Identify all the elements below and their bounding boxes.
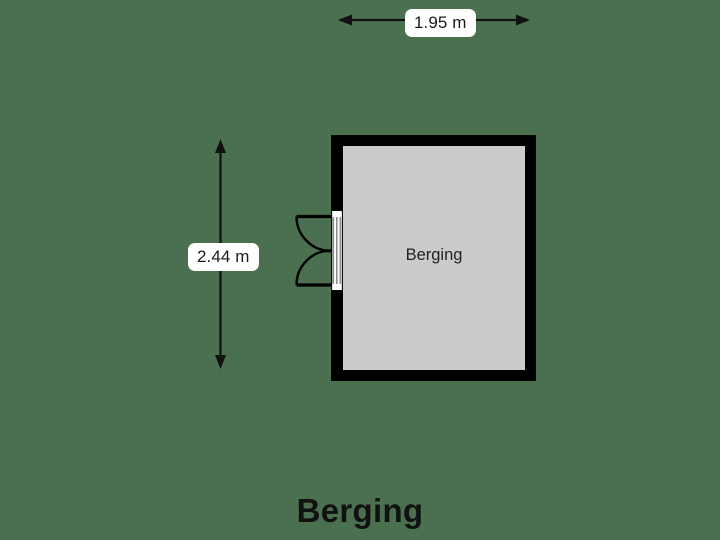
door-panel-bar-2 [336, 217, 338, 284]
dimension-arrow-top-right [516, 14, 530, 26]
door-swing-arc-lower [295, 249, 332, 286]
dimension-label-height: 2.44 m [188, 243, 259, 271]
dimension-arrow-left-bottom [215, 355, 226, 369]
room-floor [343, 146, 525, 370]
plan-title: Berging [296, 492, 424, 529]
dimension-label-width: 1.95 m [405, 9, 476, 37]
room-name-label: Berging [405, 246, 463, 264]
dimension-arrow-left-top [215, 139, 226, 153]
dimension-arrow-top-left [338, 14, 352, 26]
door-frame-top-cap [331, 211, 343, 217]
door-panel-bar-1 [332, 217, 335, 284]
door-swing-arc-upper [295, 216, 332, 253]
door-frame-bottom-cap [331, 284, 343, 290]
door-panel-bar-3 [339, 217, 342, 284]
